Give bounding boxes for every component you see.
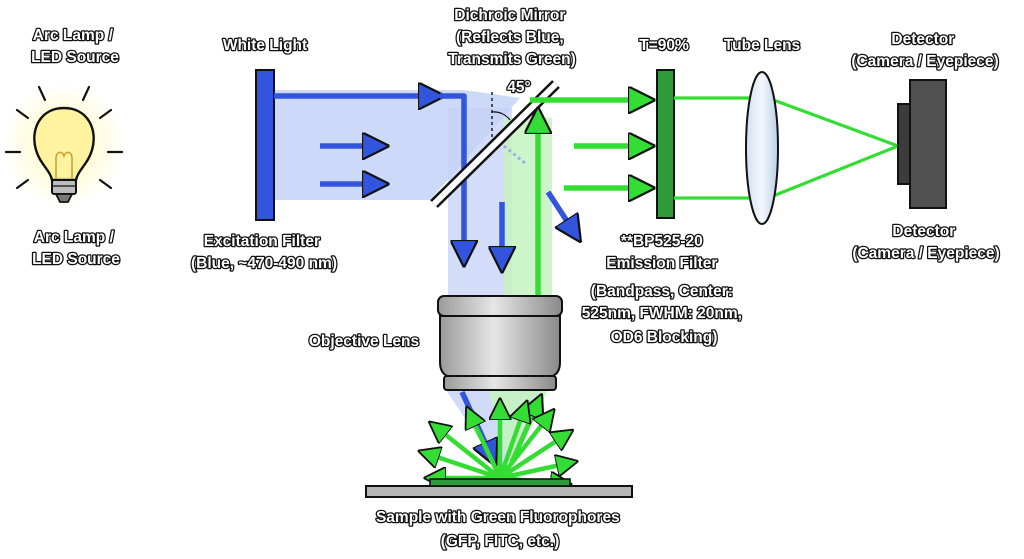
green-emission-column — [504, 118, 552, 302]
source-label-bottom: Arc Lamp / LED Source — [32, 229, 120, 268]
dichroic-mirror-label: Dichroic Mirror (Reflects Blue, Transmit… — [448, 7, 576, 68]
detector-label-bottom: Detector (Camera / Eyepiece) — [852, 223, 999, 262]
blue-ray-reflected — [440, 93, 464, 262]
fluorescence-burst — [422, 402, 574, 484]
green-ray-focus-top — [767, 96, 899, 148]
transmission-label: T=90% — [639, 37, 689, 54]
excitation-filter-label: Excitation Filter (Blue, ~470-490 nm) — [191, 233, 337, 272]
emission-filter-label: **BP525-20 Emission Filter (Bandpass, Ce… — [582, 233, 747, 346]
angle-label: 45° — [507, 79, 530, 96]
camera-icon — [897, 79, 947, 209]
emission-filter — [656, 69, 675, 219]
sample-label: Sample with Green Fluorophores (GFP, FIT… — [376, 509, 624, 550]
white-light-label: White Light — [223, 37, 307, 54]
objective-lens — [437, 295, 563, 391]
excitation-filter — [255, 69, 275, 221]
objective-lens-label: Objective Lens — [309, 333, 419, 350]
detector-label-top: Detector (Camera / Eyepiece) — [851, 31, 998, 70]
tube-lens-label: Tube Lens — [724, 37, 800, 54]
blue-ray-leak — [545, 190, 578, 238]
green-ray-focus-bottom — [767, 144, 899, 200]
tube-lens — [745, 71, 779, 225]
source-label-top: Arc Lamp / LED Source — [31, 27, 119, 66]
light-bulb-icon — [2, 83, 126, 207]
sample-slide — [365, 478, 633, 498]
dichroic-mirror — [430, 80, 560, 208]
